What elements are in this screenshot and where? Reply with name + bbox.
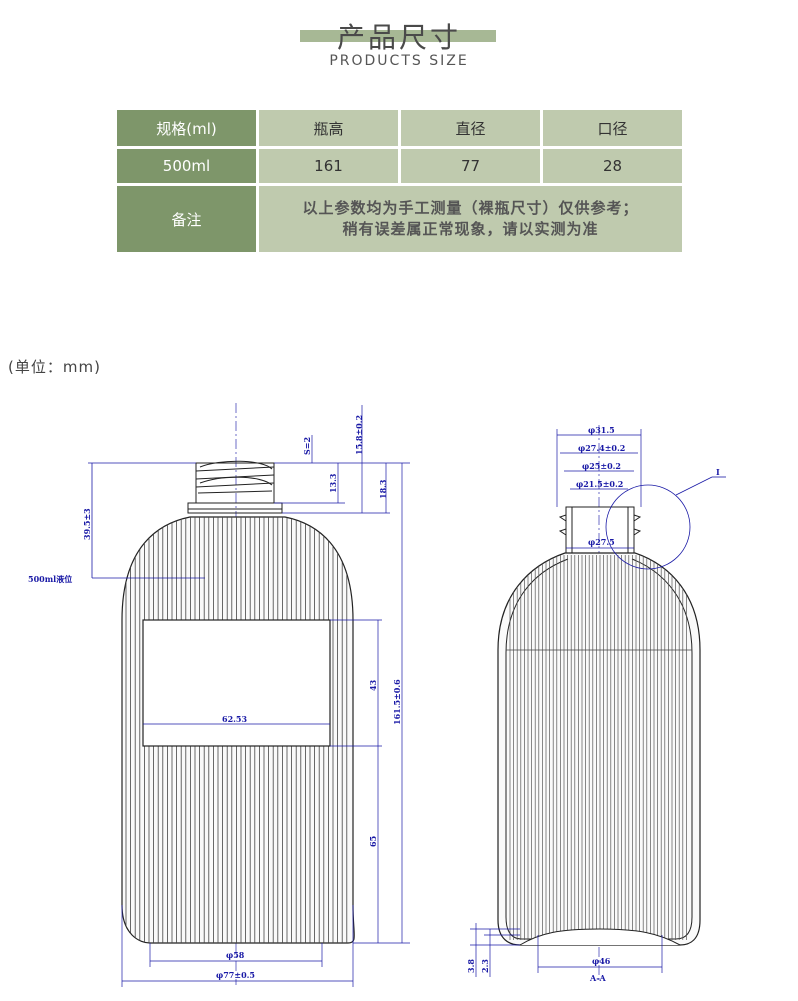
front-view: 62.53 500ml液位 39.5±3 S=2 15.8±0.2 13.3 1… (28, 403, 410, 987)
d4-text: φ21.5±0.2 (576, 479, 623, 489)
label-panel (142, 619, 331, 747)
d5-text: φ27.5 (588, 537, 615, 547)
section-view: I φ31.5 φ27.4±0.2 φ25±0.2 φ21.5±0.2 φ27.… (466, 425, 726, 983)
technical-drawing: 62.53 500ml液位 39.5±3 S=2 15.8±0.2 13.3 1… (28, 403, 726, 987)
bottom-dimension-lines (121, 905, 354, 987)
section-label-text: A-A (589, 973, 607, 983)
mouth-value: 28 (543, 149, 682, 183)
thread-height-text: 13.3 (328, 473, 338, 493)
table-row: 规格(ml) 瓶高 直径 口径 (117, 110, 682, 146)
section-diameter-lines (556, 429, 642, 549)
total-height-text: 161.5±0.6 (392, 679, 402, 725)
fill-drop-text: 39.5±3 (82, 508, 92, 540)
diameter-value: 77 (401, 149, 540, 183)
note-key-cell: 备注 (117, 186, 256, 252)
d2-text: φ27.4±0.2 (578, 443, 625, 453)
page-title: 产品尺寸 (336, 21, 461, 54)
note-line-2: 稍有误差属正常现象，请以实测为准 (342, 220, 599, 238)
unit-label: (单位：mm) (8, 358, 101, 376)
d1-text: φ31.5 (588, 425, 615, 435)
finish-height-text: 18.3 (378, 479, 388, 499)
table-row: 500ml 161 77 28 (117, 149, 682, 183)
title-accent-bar (300, 30, 496, 42)
diameter-header: 直径 (401, 110, 540, 146)
note-cell: 以上参数均为手工测量（裸瓶尺寸）仅供参考； 稍有误差属正常现象，请以实测为准 (259, 186, 682, 252)
neck-height-text: 15.8±0.2 (354, 415, 364, 455)
section-base-lines (470, 923, 663, 977)
right-dimension-lines (274, 405, 410, 944)
height-header: 瓶高 (259, 110, 398, 146)
volume-cell: 500ml (117, 149, 256, 183)
page-header: 产品尺寸 PRODUCTS SIZE (0, 8, 798, 78)
base-h1-text: 3.8 (466, 959, 476, 973)
section-base (519, 928, 681, 946)
label-height-text: 43 (368, 679, 378, 691)
foot-diameter-text: φ46 (592, 956, 611, 966)
base-h2-text: 2.3 (480, 959, 490, 973)
base-diameter-text: φ58 (226, 950, 245, 960)
note-line-1: 以上参数均为手工测量（裸瓶尺寸）仅供参考； (302, 199, 639, 217)
table-row: 备注 以上参数均为手工测量（裸瓶尺寸）仅供参考； 稍有误差属正常现象，请以实测为… (117, 186, 682, 252)
spec-key-cell: 规格(ml) (117, 110, 256, 146)
spec-table: 规格(ml) 瓶高 直径 口径 500ml 161 77 28 备注 以上参数均… (114, 107, 685, 255)
body-diameter-text: φ77±0.5 (216, 970, 255, 980)
detail-circle (605, 484, 691, 570)
height-value: 161 (259, 149, 398, 183)
detail-leader (675, 476, 713, 496)
mouth-header: 口径 (543, 110, 682, 146)
d3-text: φ25±0.2 (582, 461, 621, 471)
bottle-neck (187, 460, 283, 514)
fill-line-label: 500ml液位 (28, 574, 72, 584)
lower-height-text: 65 (368, 836, 378, 847)
label-width-text: 62.53 (222, 714, 247, 724)
thread-pitch-text: S=2 (302, 437, 312, 455)
detail-mark: I (716, 467, 720, 477)
section-ribs (509, 555, 687, 940)
page-subtitle: PRODUCTS SIZE (329, 53, 469, 69)
